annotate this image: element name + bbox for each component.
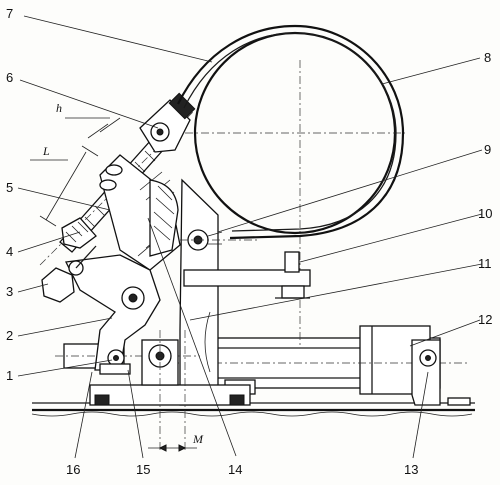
table-10 xyxy=(183,251,311,299)
label-7: 7 xyxy=(6,6,13,21)
label-15: 15 xyxy=(136,462,150,477)
label-9: 9 xyxy=(484,142,491,157)
label-2: 2 xyxy=(6,328,13,343)
label-3: 3 xyxy=(6,284,13,299)
pivot-15 xyxy=(141,330,186,450)
strap-end-9 xyxy=(180,229,260,251)
label-1: 1 xyxy=(6,368,13,383)
dimension-h-label: h xyxy=(56,101,62,115)
label-10: 10 xyxy=(478,206,492,221)
label-4: 4 xyxy=(6,244,13,259)
nut-3 xyxy=(41,245,97,303)
dimension-h: h xyxy=(56,101,121,139)
dimension-M: M xyxy=(148,432,204,452)
strap-7 xyxy=(177,24,405,240)
cylinder-12 xyxy=(150,325,470,395)
label-8: 8 xyxy=(484,50,491,65)
dimension-L: L xyxy=(30,144,99,227)
leader-lines xyxy=(17,15,483,459)
label-13: 13 xyxy=(404,462,418,477)
dimension-M-label: M xyxy=(192,432,204,446)
part-labels: 7 8 6 9 5 10 4 11 3 12 2 1 13 14 15 16 xyxy=(6,6,492,477)
label-12: 12 xyxy=(478,312,492,327)
label-6: 6 xyxy=(6,70,13,85)
bracket-13 xyxy=(411,339,471,406)
label-5: 5 xyxy=(6,180,13,195)
dimension-L-label: L xyxy=(42,144,50,158)
guide-block-5 xyxy=(99,154,181,271)
label-11: 11 xyxy=(478,256,492,271)
label-14: 14 xyxy=(228,462,242,477)
label-16: 16 xyxy=(66,462,80,477)
pin-1 xyxy=(99,349,131,375)
